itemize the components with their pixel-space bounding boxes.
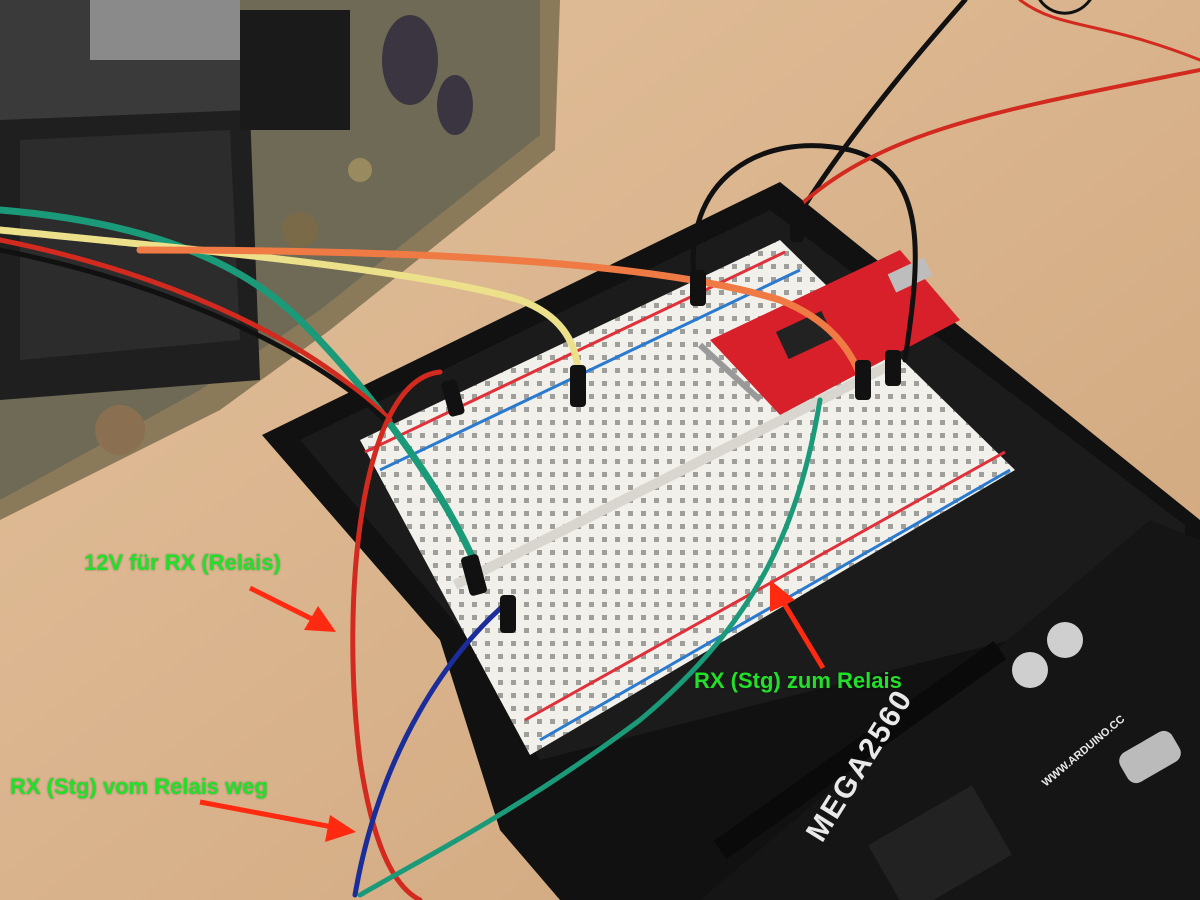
arrow-icon xyxy=(304,606,336,632)
annotation-rx-zum-relais: RX (Stg) zum Relais xyxy=(694,668,902,693)
arrow-rx-vom xyxy=(199,799,356,842)
arrow-icon xyxy=(770,580,795,612)
annotation-12v-rx: 12V für RX (Relais) xyxy=(84,550,281,575)
arduino-board xyxy=(700,520,1200,900)
arrow-12v xyxy=(248,585,336,632)
arrow-icon xyxy=(325,815,356,842)
arrow-rx-zum xyxy=(770,580,826,670)
jumper-pins xyxy=(441,200,901,633)
annotation-rx-vom-relais: RX (Stg) vom Relais weg xyxy=(10,774,268,799)
